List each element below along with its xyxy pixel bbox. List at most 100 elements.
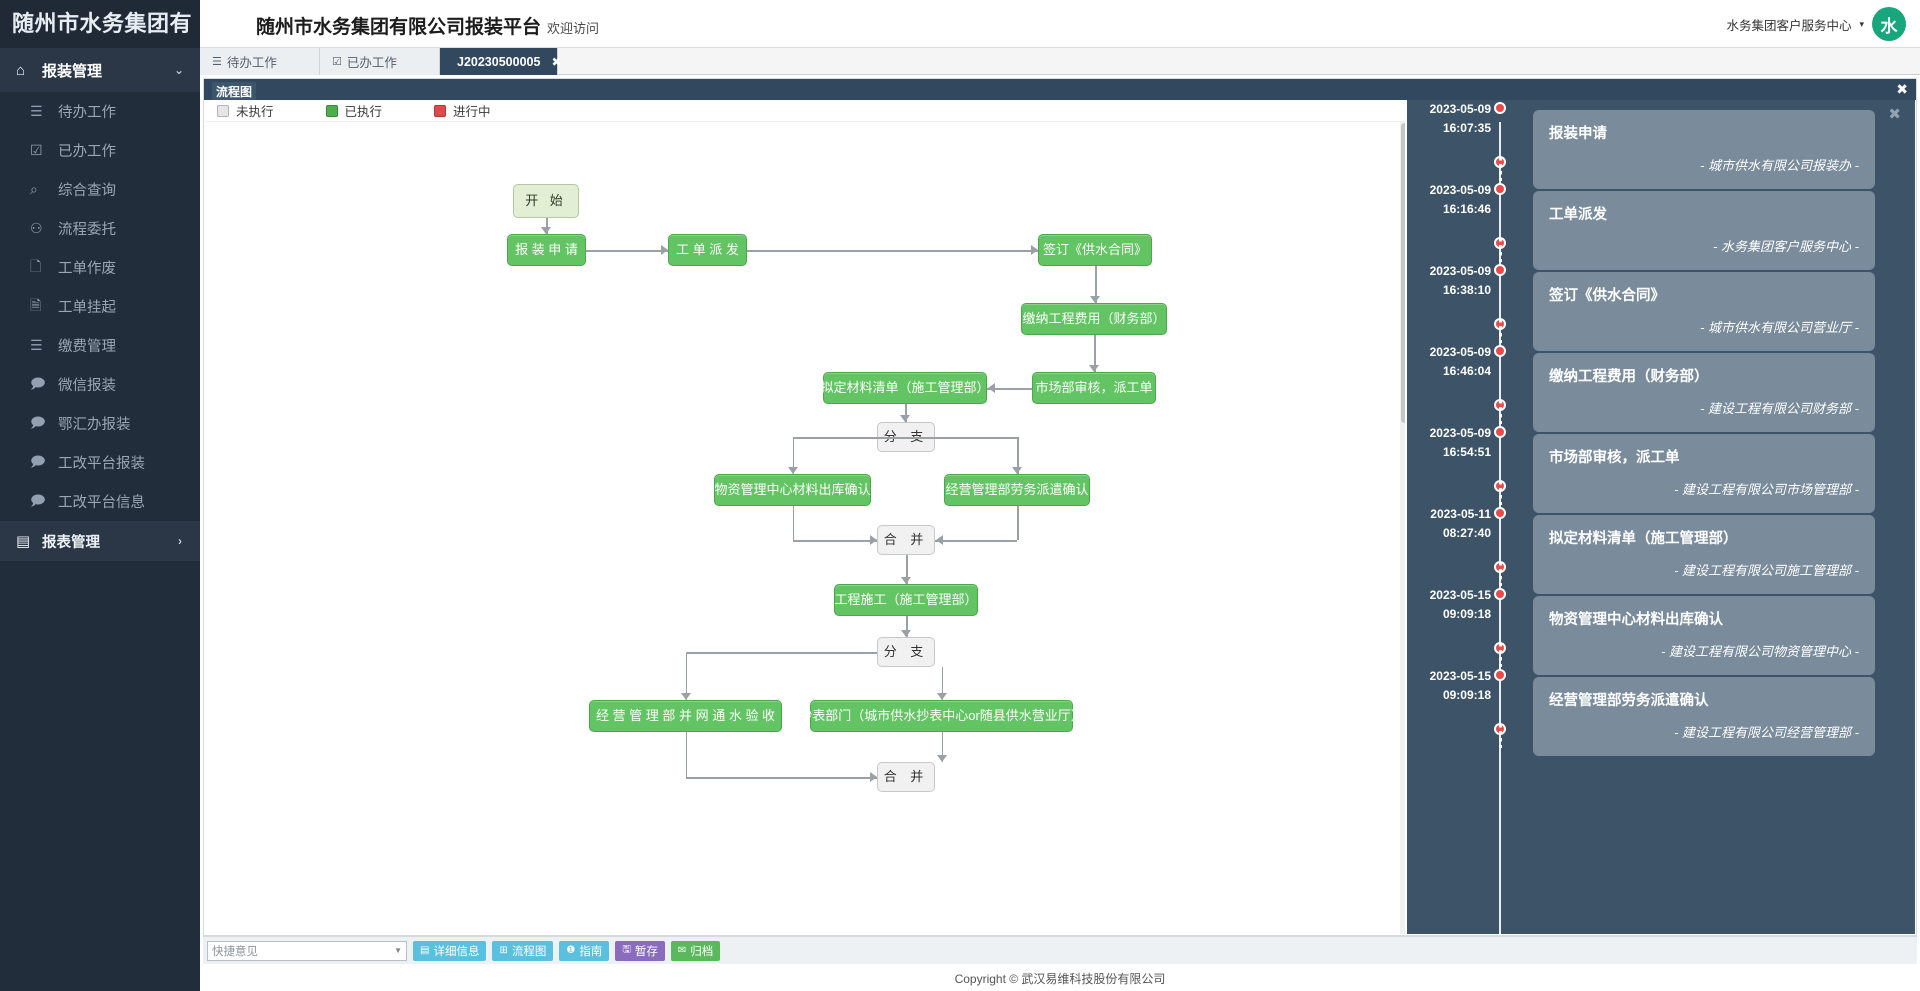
list-icon: ☰ — [30, 103, 43, 119]
flow-connector — [935, 540, 1017, 542]
flow-connector — [685, 732, 688, 777]
sidebar-item-10[interactable]: 🗩工改平台信息 — [0, 482, 200, 521]
chat-icon: 🗩 — [30, 413, 46, 430]
timeline-date: 2023-05-09 — [1429, 426, 1491, 440]
chat-icon: 🗩 — [30, 374, 46, 391]
page-title: 随州市水务集团有限公司报装平台欢迎访问 — [256, 12, 599, 39]
user-menu[interactable]: 水务集团客户服务中心 ▾ 水 — [1726, 0, 1906, 48]
timeline-card-title: 拟定材料清单（施工管理部） — [1549, 531, 1738, 547]
sidebar-item-label: 工单挂起 — [58, 300, 116, 316]
close-icon[interactable]: ✖ — [1896, 81, 1908, 97]
flow-node-n3[interactable]: 签订《供水合同》 — [1038, 234, 1152, 266]
bottom-button-1[interactable]: ⊞流程图 — [492, 940, 554, 961]
tab-label: 待办工作 — [226, 56, 277, 70]
quick-opinion-select[interactable]: 快捷意见 ▼ — [207, 940, 407, 961]
sidebar-item-label: 缴费管理 — [58, 339, 116, 355]
close-icon[interactable]: ✖ — [1888, 106, 1901, 123]
sidebar-item-2[interactable]: ⌕综合查询 — [0, 170, 200, 209]
timeline-card[interactable]: 工单派发- 水务集团客户服务中心 - — [1533, 191, 1875, 270]
flow-node-n8[interactable]: 经营管理部劳务派遣确认 — [944, 474, 1090, 506]
tab-2[interactable]: J20230500005✖ — [440, 48, 562, 75]
flow-node-g3[interactable]: 分 支 — [877, 637, 935, 667]
check-square-icon: ☑ — [332, 56, 342, 68]
flow-node-n5[interactable]: 市场部审核，派工单 — [1032, 372, 1156, 404]
avatar[interactable]: 水 — [1872, 7, 1906, 41]
sidebar-item-label: 综合查询 — [58, 183, 116, 199]
timeline-card[interactable]: 报装申请- 城市供水有限公司报装办 - — [1533, 110, 1875, 189]
flow-node-n11[interactable]: 抄表部门（城市供水抄表中心or随县供水营业厅） — [799, 700, 1084, 732]
flow-node-n9[interactable]: 工程施工（施工管理部） — [834, 584, 978, 616]
flow-node-g2[interactable]: 合 并 — [877, 525, 935, 555]
sidebar-item-report-management[interactable]: ▤ 报表管理 › — [0, 521, 200, 561]
sidebar-item-3[interactable]: ⚇流程委托 — [0, 209, 200, 248]
timeline-card[interactable]: 签订《供水合同》- 城市供水有限公司营业厅 - — [1533, 272, 1875, 351]
chat-icon: 🗩 — [30, 452, 46, 469]
flow-connector — [792, 437, 1017, 439]
flow-arrow — [900, 415, 910, 422]
timeline-date: 2023-05-09 — [1429, 264, 1491, 278]
flow-connector — [792, 540, 877, 542]
flow-arrow — [1031, 245, 1038, 255]
timeline-time: 16:07:35 — [1442, 120, 1491, 135]
sidebar-item-label: 工改平台报装 — [58, 456, 145, 472]
sidebar-item-6[interactable]: ☰缴费管理 — [0, 326, 200, 365]
timeline-card[interactable]: 市场部审核，派工单- 建设工程有限公司市场管理部 - — [1533, 434, 1875, 513]
sidebar: 随州市水务集团有 ⌂ 报装管理 ⌄ ☰待办工作☑已办工作⌕综合查询⚇流程委托🗋工… — [0, 0, 200, 991]
timeline-dot — [1494, 102, 1506, 114]
list-icon: ☰ — [212, 56, 222, 68]
flow-arrow — [1090, 296, 1100, 303]
bottom-button-4[interactable]: ✉归档 — [670, 940, 721, 961]
sidebar-item-5[interactable]: 🗎工单挂起 — [0, 287, 200, 326]
sidebar-item-1[interactable]: ☑已办工作 — [0, 131, 200, 170]
flow-node-n4[interactable]: 缴纳工程费用（财务部） — [1021, 303, 1167, 335]
timeline-dot — [1494, 669, 1506, 681]
timeline-card[interactable]: 物资管理中心材料出库确认- 建设工程有限公司物资管理中心 - — [1533, 596, 1875, 675]
close-icon[interactable]: ✖ — [551, 54, 562, 69]
bottom-button-0[interactable]: ▤详细信息 — [413, 940, 487, 961]
sidebar-item-4[interactable]: 🗋工单作废 — [0, 248, 200, 287]
sidebar-item-8[interactable]: 🗩鄂汇办报装 — [0, 404, 200, 443]
flow-node-n6[interactable]: 拟定材料清单（施工管理部） — [821, 372, 990, 404]
sidebar-item-9[interactable]: 🗩 工改平台报装 — [0, 443, 200, 482]
timeline-dot — [1494, 264, 1506, 276]
timeline-card[interactable]: 缴纳工程费用（财务部）- 建设工程有限公司财务部 - — [1533, 353, 1875, 432]
sidebar-item-7[interactable]: 🗩微信报装 — [0, 365, 200, 404]
tab-0[interactable]: ☰ 待办工作 — [200, 48, 320, 75]
legend-item-2: 进行中 — [434, 101, 491, 120]
timeline-card-org: - 建设工程有限公司施工管理部 - — [1674, 563, 1859, 578]
timeline-card[interactable]: 拟定材料清单（施工管理部） - 建设工程有限公司施工管理部 - — [1533, 515, 1875, 594]
flow-connector — [1095, 266, 1097, 303]
tab-1[interactable]: ☑已办工作 — [320, 48, 440, 75]
flow-scrollbar[interactable] — [1400, 122, 1409, 934]
timeline-dash — [1498, 724, 1502, 748]
sidebar-item-0[interactable]: ☰待办工作 — [0, 92, 200, 131]
bottom-button-3[interactable]: 🖫暂存 — [615, 940, 665, 961]
flow-node-g4[interactable]: 合 并 — [877, 762, 935, 792]
flow-node-n10[interactable]: 经 营 管 理 部 并 网 通 水 验 收 — [589, 700, 782, 732]
timeline-dot — [1494, 345, 1506, 357]
timeline-time: 16:16:46 — [1442, 201, 1491, 216]
flow-connector — [906, 616, 908, 637]
flow-node-n2[interactable]: 工 单 派 发 — [668, 234, 747, 266]
flow-node-n7[interactable]: 物资管理中心材料出库确认 — [714, 474, 871, 506]
flow-node-start[interactable]: 开 始 — [513, 184, 579, 218]
timeline-card[interactable]: 经营管理部劳务派遣确认- 建设工程有限公司经营管理部 - — [1533, 677, 1875, 756]
help-icon: ❶ — [566, 945, 576, 956]
legend-label: 未执行 — [236, 105, 274, 119]
sidebar-group-baozhuang[interactable]: ⌂ 报装管理 ⌄ — [0, 48, 200, 92]
timeline-dash — [1498, 481, 1502, 505]
save-icon: 🖫 — [622, 944, 631, 955]
flow-node-n1[interactable]: 报 装 申 请 — [507, 234, 586, 266]
